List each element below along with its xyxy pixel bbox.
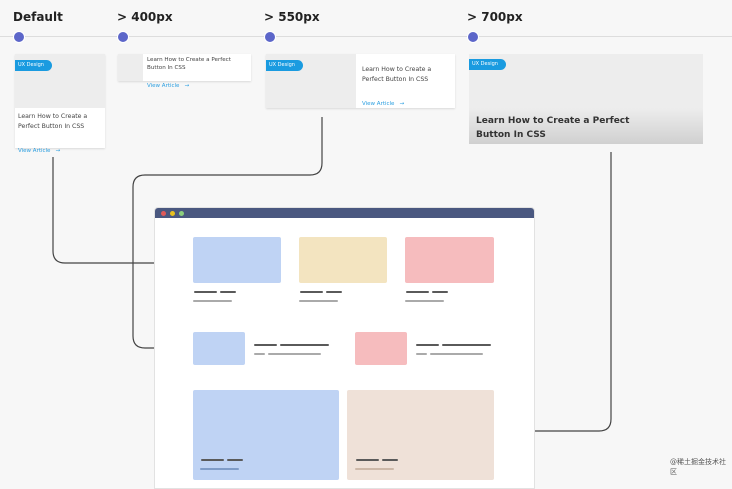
timeline-track [0,36,732,37]
link-text: View Article [18,148,51,154]
arrow-right-icon: → [399,101,405,107]
arrow-default [52,157,174,268]
card-title: Learn How to Create a Perfect Button In … [362,66,432,83]
watermark: @稀土掘金技术社区 [670,458,726,476]
breakpoint-dot [264,31,276,43]
view-article-link[interactable]: View Article → [147,72,189,91]
text-line [382,459,398,461]
tag-badge: UX Design [469,59,506,70]
text-line [406,291,429,293]
list-card-blue [193,332,245,365]
breakpoint-label: > 400px [117,10,173,24]
grid-card-yellow [299,237,387,283]
text-line [356,459,379,461]
text-line [268,353,321,355]
card-default: UX Design Learn How to Create a Perfect … [15,54,105,154]
link-text: View Article [147,83,180,89]
text-line [201,459,224,461]
close-dot-icon [161,211,166,216]
view-article-link[interactable]: View Article → [362,90,404,109]
breakpoint-dot [117,31,129,43]
card-700: UX Design Learn How to Create a Perfect … [469,54,703,144]
feature-card-beige [347,390,494,480]
tag-badge: UX Design [15,60,52,71]
browser-titlebar [155,208,534,218]
card-title: Learn How to Create a Perfect Button In … [147,57,231,71]
text-line [416,353,427,355]
feature-card-blue [193,390,339,480]
arrow-550 [132,117,323,353]
breakpoint-label: > 700px [467,10,523,24]
minimize-dot-icon [170,211,175,216]
link-text: View Article [362,101,395,107]
arrow-right-icon: → [55,148,61,154]
text-line [227,459,243,461]
text-line [300,291,323,293]
text-line [416,344,439,346]
breakpoint-label: Default [13,10,63,24]
text-line [442,344,491,346]
tag-badge: UX Design [266,60,303,71]
text-line [280,344,329,346]
list-card-pink [355,332,407,365]
breakpoint-dot [467,31,479,43]
text-line [430,353,483,355]
text-line [194,291,217,293]
text-line [193,300,232,302]
text-line [299,300,338,302]
text-line [355,468,394,470]
text-line [432,291,448,293]
maximize-dot-icon [179,211,184,216]
card-title: Learn How to Create a Perfect Button In … [18,113,88,130]
connector-arrows [52,117,612,436]
card-title: Learn How to Create a Perfect Button In … [476,116,630,140]
card-550: UX Design Learn How to Create a Perfect … [266,54,455,108]
grid-card-blue [193,237,281,283]
breakpoint-dot [13,31,25,43]
text-line [254,344,277,346]
grid-card-pink [405,237,494,283]
text-line [405,300,444,302]
text-line [254,353,265,355]
card-400: Learn How to Create a Perfect Button In … [118,54,251,89]
view-article-link[interactable]: View Article → [18,137,60,156]
text-line [220,291,236,293]
arrow-right-icon: → [184,83,190,89]
arrow-700 [519,152,612,436]
text-line [200,468,239,470]
breakpoint-label: > 550px [264,10,320,24]
text-line [326,291,342,293]
card-image [118,54,143,81]
